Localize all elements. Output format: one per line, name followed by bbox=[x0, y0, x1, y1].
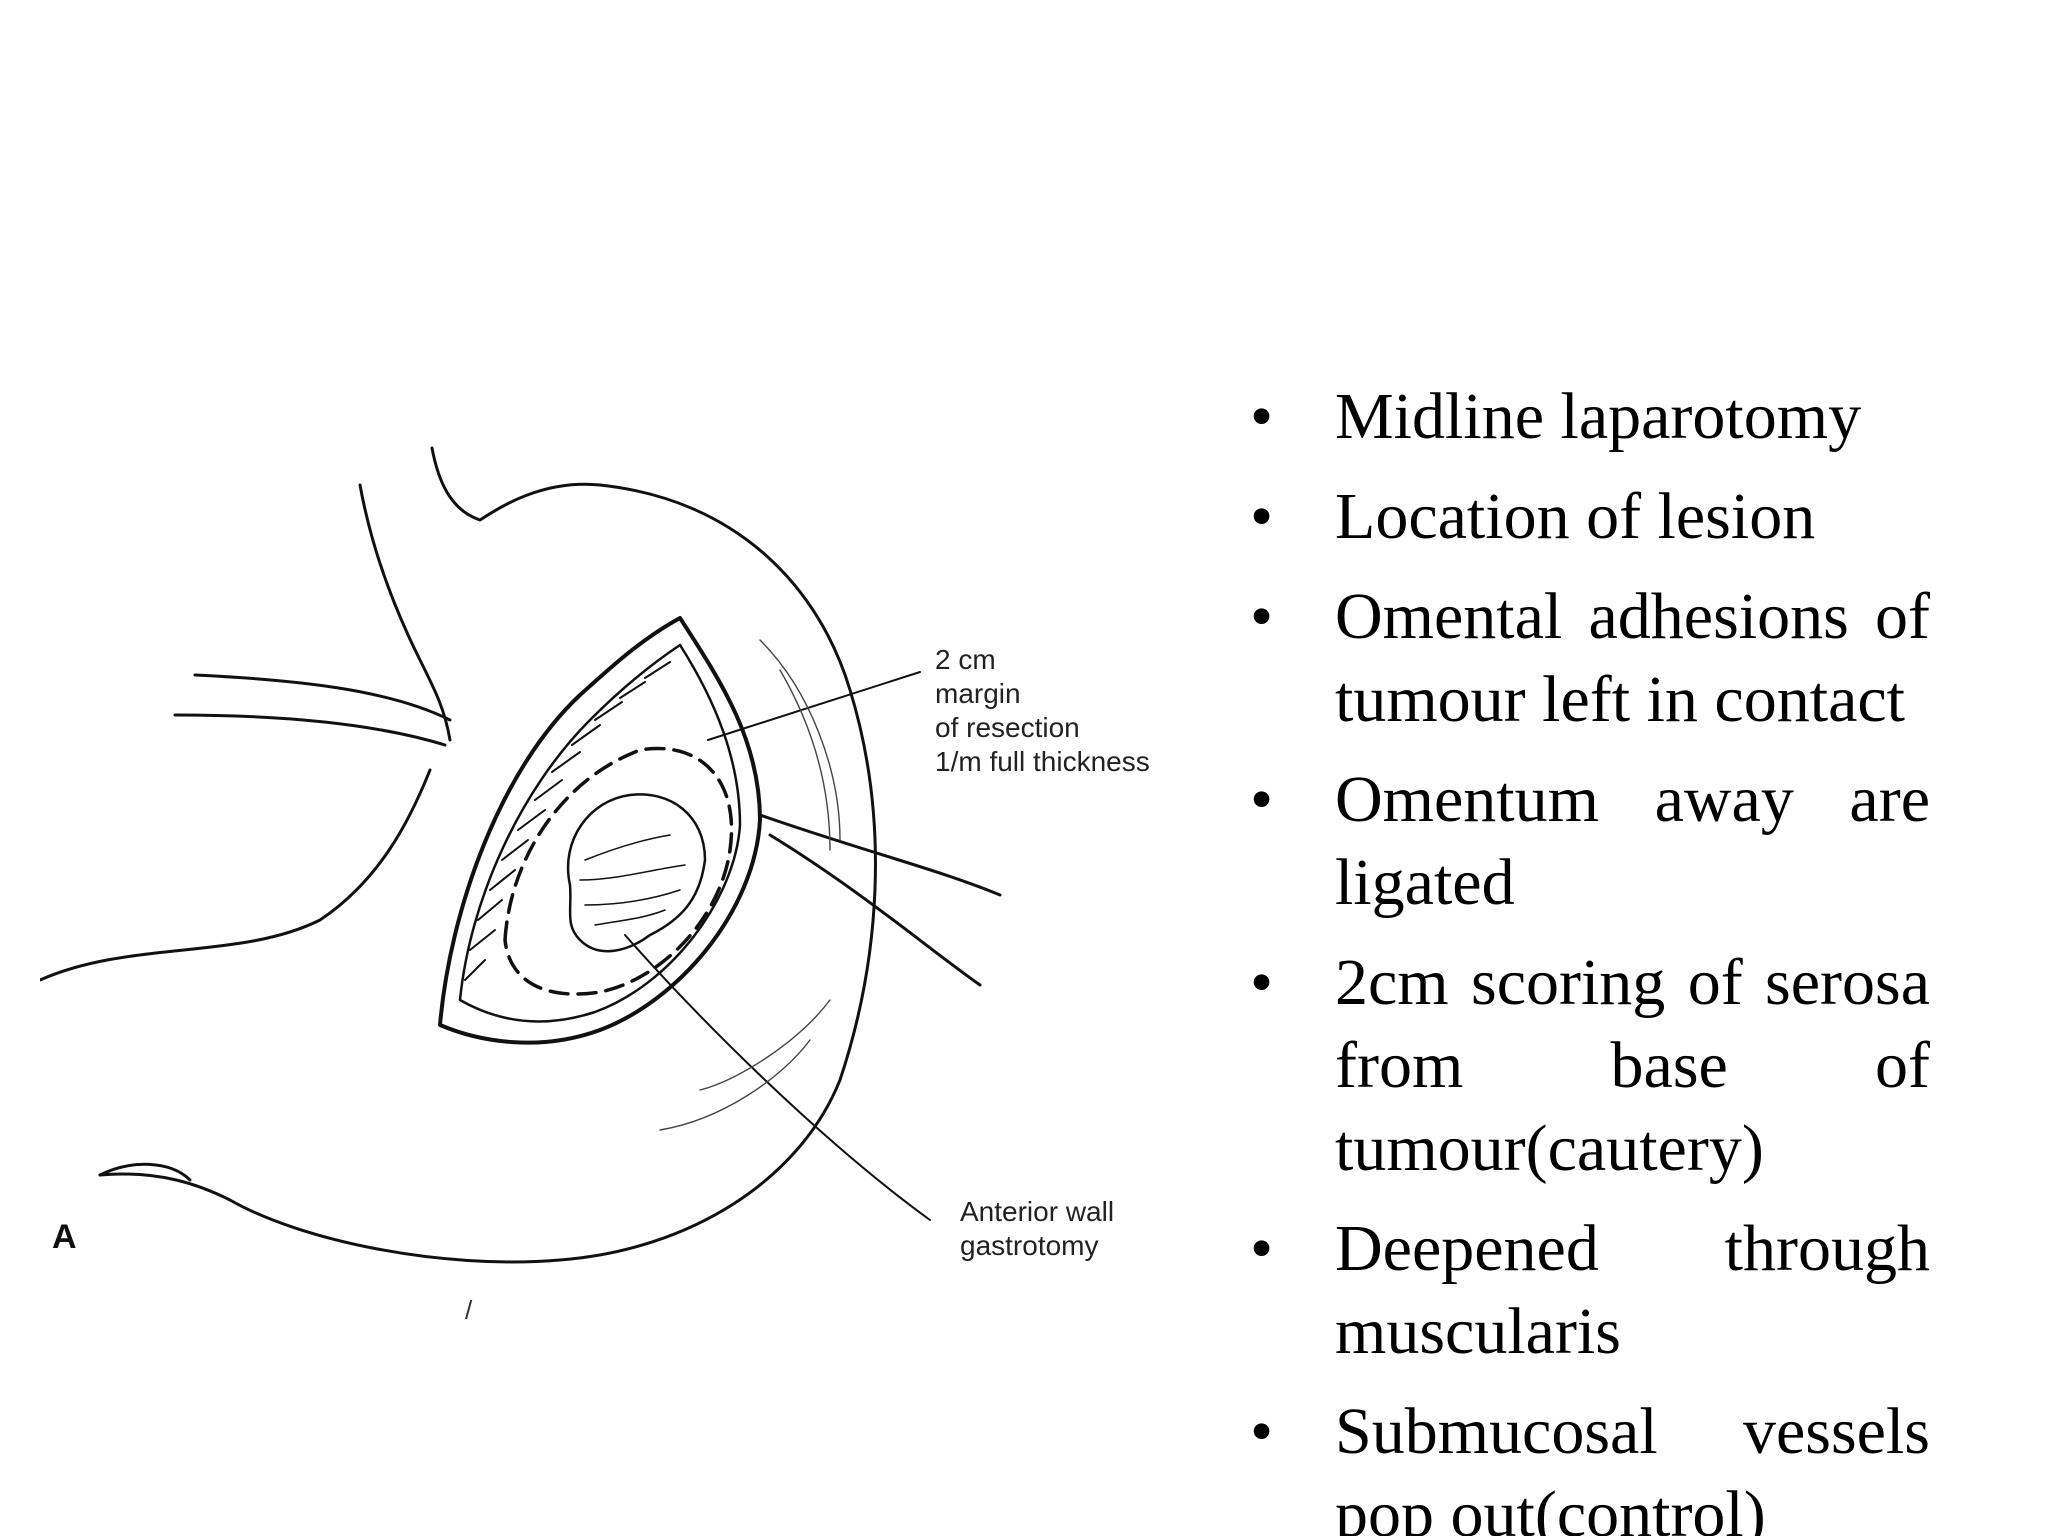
bullet-text: Deepened through muscularis bbox=[1335, 1212, 1930, 1368]
bullet-list: • Midline laparotomy • Location of lesio… bbox=[1250, 375, 1930, 1536]
gastrotomy-leader-line bbox=[624, 934, 931, 1221]
bullet-text: Omentum away are ligated bbox=[1335, 763, 1930, 919]
bullet-dot: • bbox=[1250, 580, 1274, 653]
bullet-item: • Midline laparotomy bbox=[1250, 375, 1930, 458]
bullet-item: • Location of lesion bbox=[1250, 475, 1930, 558]
resection-margin-label: 2 cm margin of resection 1/m full thickn… bbox=[935, 644, 1150, 777]
bullet-dot: • bbox=[1250, 1395, 1274, 1468]
right-stay-suture-lower bbox=[768, 833, 982, 987]
esophagus-outline bbox=[430, 446, 602, 522]
bullet-text: Location of lesion bbox=[1335, 480, 1816, 553]
gastrotomy-edge bbox=[438, 616, 762, 1045]
stomach-line-drawing bbox=[40, 446, 1002, 1264]
bullet-item: • Omentum away are ligated bbox=[1250, 758, 1930, 924]
bullet-dot: • bbox=[1250, 380, 1274, 453]
bullet-dot: • bbox=[1250, 1212, 1274, 1285]
panel-letter: A bbox=[52, 1218, 77, 1256]
esophagus-left-wall bbox=[358, 483, 452, 742]
pylorus-outline bbox=[98, 1162, 192, 1182]
bullet-dot: • bbox=[1250, 480, 1274, 553]
tumour-mass bbox=[566, 793, 707, 953]
left-stay-suture-lower bbox=[173, 713, 447, 747]
bullet-text: Submucosal vessels pop out(control) bbox=[1335, 1395, 1930, 1536]
resection-margin-dashed bbox=[503, 746, 734, 996]
margin-leader-line bbox=[707, 671, 921, 741]
bullet-text: Midline laparotomy bbox=[1335, 380, 1862, 453]
stomach-lesser-curvature bbox=[40, 768, 432, 982]
bullet-item: • Omental adhesions of tumour left in co… bbox=[1250, 575, 1930, 741]
stomach-greater-curvature bbox=[98, 483, 877, 1264]
bullet-item: • Deepened through muscularis bbox=[1250, 1207, 1930, 1373]
right-stay-suture-upper bbox=[758, 813, 1002, 897]
bullet-text: Omental adhesions of tumour left in cont… bbox=[1335, 580, 1930, 736]
anterior-wall-gastrotomy-label: Anterior wall gastrotomy bbox=[960, 1196, 1115, 1261]
bullet-dot: • bbox=[1250, 763, 1274, 836]
bullet-item: • Submucosal vessels pop out(control) bbox=[1250, 1390, 1930, 1536]
left-stay-suture-upper bbox=[193, 673, 452, 722]
bullet-item: • 2cm scoring of serosa from base of tum… bbox=[1250, 941, 1930, 1190]
stomach-gastrotomy-illustration: 2 cm margin of resection 1/m full thickn… bbox=[40, 440, 1180, 1340]
bullet-text: 2cm scoring of serosa from base of tumou… bbox=[1335, 946, 1930, 1185]
bullet-dot: • bbox=[1250, 946, 1274, 1019]
stray-mark: / bbox=[465, 1295, 473, 1325]
gastrotomy-inner-rim bbox=[458, 643, 742, 1023]
